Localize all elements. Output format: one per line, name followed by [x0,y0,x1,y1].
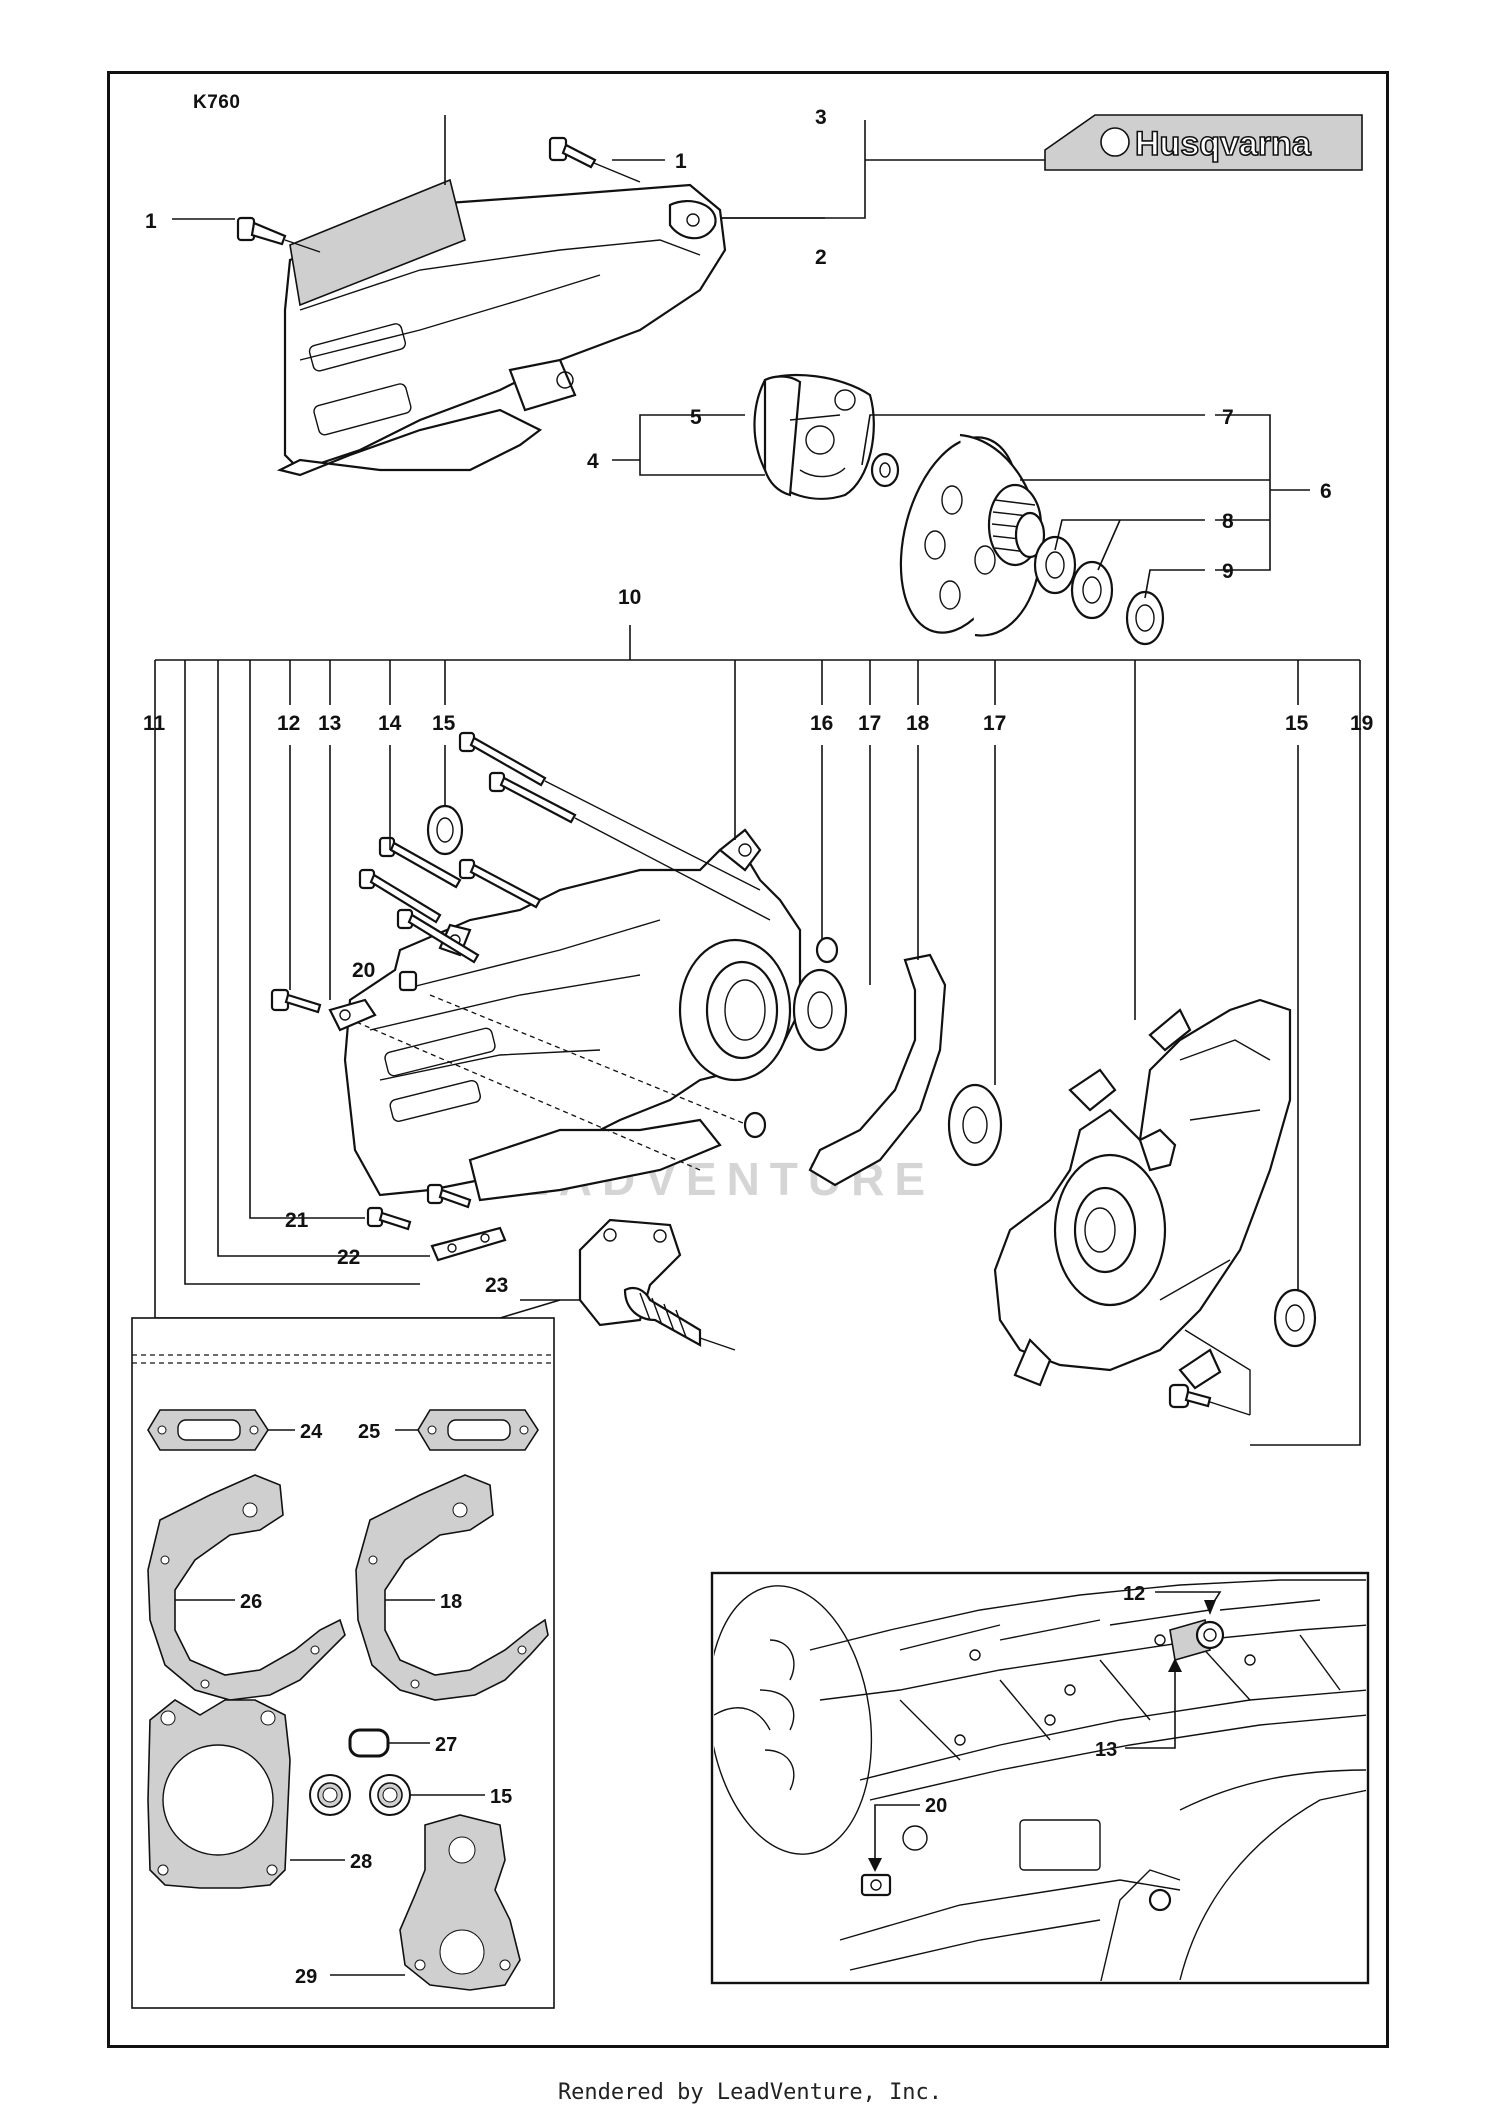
kit-label-28: 28 [350,1851,372,1873]
callout-11: 11 [143,712,166,735]
footer-credit: Rendered by LeadVenture, Inc. [557,2080,943,2105]
dowel-16 [743,936,839,1139]
screw-1-left [236,216,321,253]
callout-2: 2 [815,246,827,269]
seal-15-kit [309,1774,411,1816]
decal-husqvarna: Husqvarna [1044,114,1363,171]
inset-label-20: 20 [925,1795,947,1817]
gasket-25 [417,1409,539,1451]
kit-label-25: 25 [358,1421,380,1443]
crankcase-bolts [358,731,771,964]
callout-16: 16 [810,712,833,735]
screw-12 [270,988,322,1014]
callout-19: 19 [1350,712,1373,735]
callout-5: 5 [690,406,702,429]
drum-hub [987,483,1046,567]
bearing-8a [1033,535,1077,595]
washer-9 [1125,590,1165,646]
clutch-assembly [753,373,875,500]
seal-15-top [426,804,464,856]
kit-label-24: 24 [300,1421,323,1443]
nut-20 [398,970,418,992]
model-label: K760 [193,92,241,113]
screw-1-top [548,136,641,183]
callout-9: 9 [1222,560,1234,583]
inset-label-13: 13 [1095,1739,1117,1761]
diagram-frame [107,71,1389,2048]
bracket-13 [328,998,377,1032]
gasket-26 [147,1474,346,1701]
detail-inset [710,1571,1370,1985]
gasket-kit-box [131,1317,555,2009]
inset-screw-12 [1169,1618,1225,1662]
plate-22 [430,1226,507,1262]
bearing-17a [792,968,848,1052]
gasket-29 [399,1814,521,1991]
callout-1a: 1 [145,210,157,233]
callout-15b: 15 [1285,712,1309,735]
callout-22: 22 [337,1246,360,1269]
inset-nut-20 [860,1873,892,1897]
kit-label-15: 15 [490,1786,512,1808]
callout-8: 8 [1222,510,1234,533]
callout-7: 7 [1222,406,1234,429]
crankcase-right [993,998,1292,1390]
bearing-8b [1070,560,1114,620]
kit-label-18: 18 [440,1591,462,1613]
callout-12: 12 [277,712,300,735]
washer-7 [870,452,900,488]
brand-text: Husqvarna [1135,125,1312,163]
clutch-cover [276,115,727,477]
bearing-17b [947,1083,1003,1167]
screw-21 [366,1183,472,1231]
gasket-24 [147,1409,269,1451]
callout-21: 21 [285,1209,309,1232]
callout-10: 10 [618,586,641,609]
gasket-28 [147,1699,291,1889]
callout-14: 14 [378,712,402,735]
kit-label-29: 29 [295,1966,317,1988]
callout-23: 23 [485,1274,508,1297]
callout-17b: 17 [983,712,1006,735]
callout-18: 18 [906,712,930,735]
clutch-drum [899,433,1046,637]
kit-label-26: 26 [240,1591,262,1613]
callout-3: 3 [815,106,827,129]
callout-13: 13 [318,712,341,735]
seal-15-right [1273,1288,1317,1348]
callout-1b: 1 [675,150,687,173]
inset-label-12: 12 [1123,1583,1145,1605]
callout-4: 4 [587,450,599,473]
callout-20: 20 [352,959,375,982]
kit-label-27: 27 [435,1734,457,1756]
callout-15a: 15 [432,712,456,735]
gasket-18 [808,953,947,1187]
bolt-19 [1168,1329,1251,1416]
oring-27 [348,1728,390,1758]
gasket-18-kit [355,1474,549,1701]
crankcase-left [343,828,802,1202]
handle-bracket-23 [578,1218,736,1351]
callout-17a: 17 [858,712,881,735]
callout-6: 6 [1320,480,1332,503]
